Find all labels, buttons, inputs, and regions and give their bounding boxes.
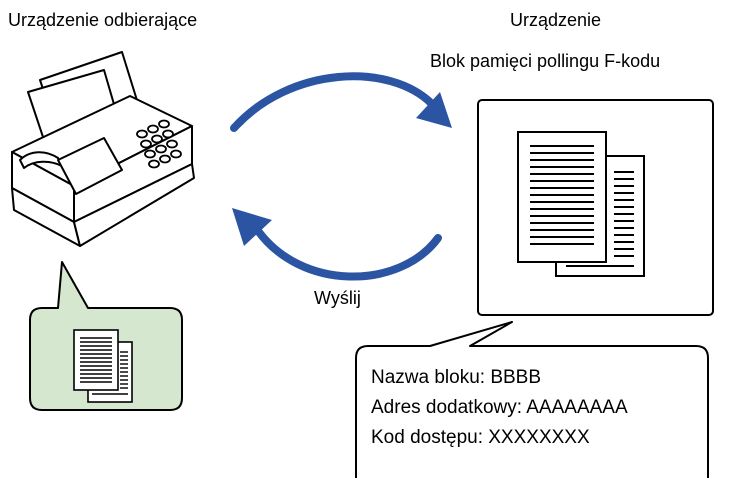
document-stack-icon: [73, 329, 133, 403]
curved-arrow-icon: [230, 72, 452, 132]
curved-arrow-icon: [232, 208, 442, 281]
received-document-bubble: [29, 261, 183, 411]
fax-machine-icon: [11, 51, 195, 247]
polling-memory-box: [477, 99, 714, 316]
sender-title: Urządzenie: [510, 10, 602, 30]
document-stack-icon: [517, 131, 645, 277]
send-label: Wyślij: [314, 288, 361, 308]
callout-line-sub-address: Adres dodatkowy: AAAAAAAA: [371, 397, 628, 418]
callout-line-block-name: Nazwa bloku: BBBB: [371, 367, 542, 388]
sender-subtitle: Blok pamięci pollingu F-kodu: [430, 51, 661, 71]
callout-line-access-code: Kod dostępu: XXXXXXXX: [371, 427, 590, 448]
callout-text: Nazwa bloku: BBBB Adres dodatkowy: AAAAA…: [371, 363, 628, 453]
receiver-title: Urządzenie odbierające: [8, 10, 198, 30]
callout-bubble: [355, 321, 709, 478]
